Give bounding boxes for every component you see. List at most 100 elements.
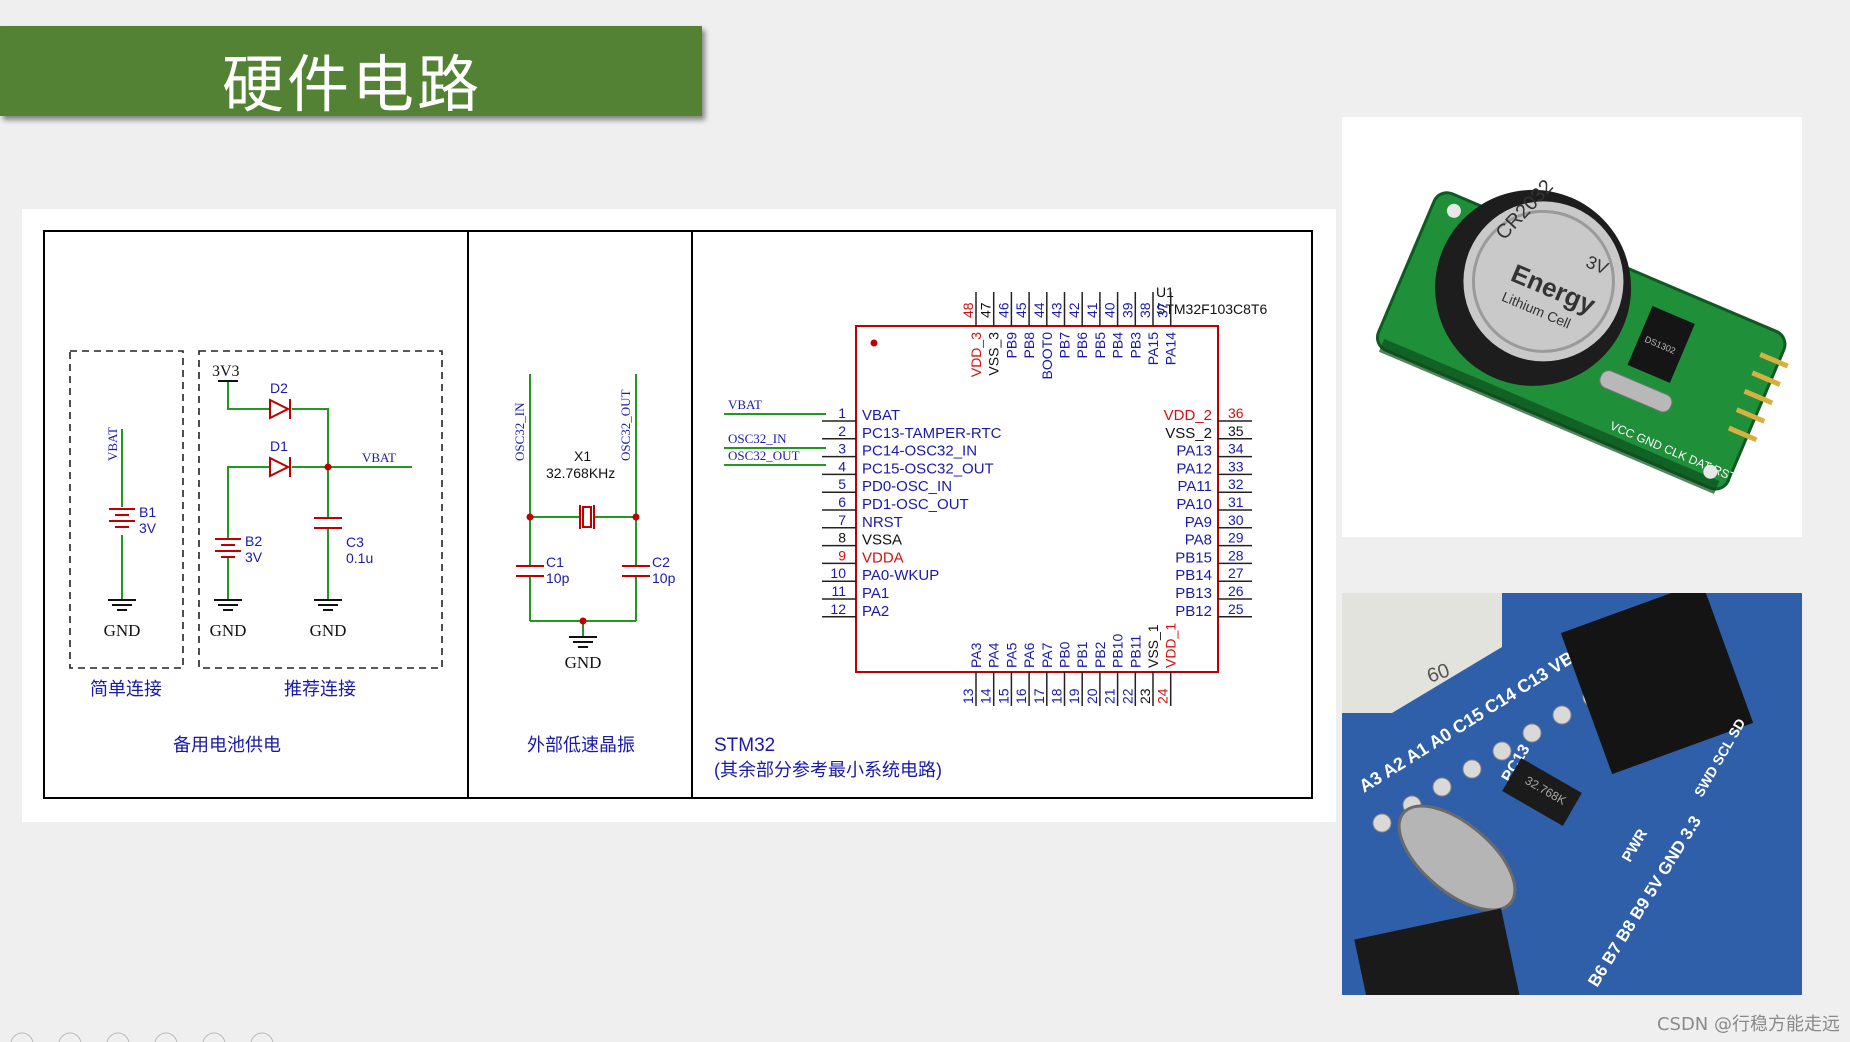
mcu-pin-number-12: 12 [830,601,846,617]
mcu-pin-number-41: 41 [1084,302,1100,318]
coin-cell [1463,201,1624,362]
mcu-pin-name-25: PB12 [1175,603,1212,620]
mcu-pin-name-31: PA10 [1176,496,1212,513]
mcu-pin-name-29: PA8 [1185,532,1212,549]
mcu-pin-name-26: PB13 [1175,585,1212,602]
d2-ref: D2 [270,380,288,396]
mcu-pin-number-40: 40 [1102,302,1118,318]
mcu-pin-number-11: 11 [831,583,846,599]
mcu-pin1-dot [870,339,878,347]
gnd-symbol-simple [108,599,136,611]
slide-nav-dots [10,1032,274,1042]
mcu-pin-name-36: VDD_2 [1164,407,1212,424]
schematic-frame [43,230,1313,799]
c1-value: 10p [546,570,570,586]
mcu-part: STM32F103C8T6 [1156,301,1267,317]
mcu-pin-number-2: 2 [838,423,846,439]
crystal-component [1502,758,1582,826]
mcu-pin-name-20: PB2 [1092,641,1108,668]
mcu-pin-number-45: 45 [1013,302,1029,318]
hc49-crystal [1397,804,1517,912]
mcu-pin-number-18: 18 [1049,688,1065,704]
mcu-pin-number-46: 46 [995,302,1011,318]
c1-ref: C1 [546,554,564,570]
nav-dot[interactable] [10,1032,34,1042]
c3-ref: C3 [346,534,364,550]
crystal-x1-symbol [579,505,595,529]
rtc-chip [1627,305,1695,383]
mcu-pin-number-42: 42 [1066,302,1082,318]
mcu-pin-number-36: 36 [1228,405,1244,421]
mcu-pin-name-43: PB7 [1057,332,1073,359]
mcu-pin-number-21: 21 [1102,688,1118,704]
mcu-pin-number-28: 28 [1228,547,1244,563]
mcu-pin-name-42: PB6 [1074,332,1090,359]
gnd-label-c3: GND [310,621,347,640]
junction-crystal-left [526,513,534,521]
c3-value: 0.1u [346,550,373,566]
junction-crystal-right [632,513,640,521]
crystal-can [1599,370,1673,413]
nav-dot[interactable] [58,1032,82,1042]
mcu-section-caption-line2: (其余部分参考最小系统电路) [714,760,942,780]
mcu-pin-name-16: PA6 [1021,642,1037,668]
mcu-pin-name-27: PB14 [1175,567,1212,584]
mcu-pin-name-35: VSS_2 [1165,425,1212,442]
nav-dot[interactable] [250,1032,274,1042]
crystal-section-caption: 外部低速晶振 [527,735,635,755]
diode-d1-symbol [269,456,291,478]
mcu-pin-number-30: 30 [1228,512,1244,528]
mcu-pin-name-8: VSSA [862,532,902,549]
mcu-pin-name-21: PB10 [1110,634,1126,668]
mcu-section-caption-line1: STM32 [714,735,775,756]
junction-vbat [324,463,332,471]
mcu-pin-name-37: PA14 [1163,332,1179,365]
mcu-pin-number-25: 25 [1228,601,1244,617]
mcu-pin-number-9: 9 [838,547,846,563]
mcu-pin-name-9: VDDA [862,549,904,566]
mcu-pin-name-34: PA13 [1176,443,1212,460]
watermark: CSDN @行稳方能走远 [1656,1014,1840,1035]
junction-crystal-gnd [579,617,587,625]
mcu-pin-number-29: 29 [1228,530,1244,546]
mcu-pin-name-24: VDD_1 [1163,623,1179,668]
gnd-label-b2: GND [210,621,247,640]
mcu-pin-number-47: 47 [978,302,994,318]
mcu-pin-name-14: PA4 [986,642,1002,668]
nav-dot[interactable] [202,1032,226,1042]
page-title: 硬件电路 [222,48,483,121]
crystal-section: OSC32_IN OSC32_OUT X1 32.768KHz C1 10p C… [512,374,676,755]
mcu-pin-number-1: 1 [838,405,846,421]
mcu-pin-name-32: PA11 [1178,478,1212,495]
mcu-pin-name-13: PA3 [968,642,984,668]
mcu-pin-name-4: PC15-OSC32_OUT [862,460,994,477]
mcu-pin-name-44: BOOT0 [1039,332,1055,380]
mcu-pin-name-1: VBAT [862,407,900,424]
nav-dot[interactable] [106,1032,130,1042]
mcu-pin-name-28: PB15 [1175,549,1212,566]
schematic-diagram: VBAT B1 3V GND 3V3 [43,230,1313,799]
recommended-connection-box [198,350,443,669]
mcu-pin-number-6: 6 [838,494,846,510]
mcu-pin-number-44: 44 [1031,302,1047,318]
gnd-symbol-b2 [214,599,242,611]
mcu-pin-number-4: 4 [838,458,846,474]
header-pins [1727,352,1789,443]
mcu-pin-number-13: 13 [960,688,976,704]
mcu-pin-number-35: 35 [1228,423,1244,439]
mcu-pin-name-3: PC14-OSC32_IN [862,443,977,460]
mcu-pin-name-46: PB9 [1003,332,1019,359]
nav-dot[interactable] [154,1032,178,1042]
mcu-pin-name-10: PA0-WKUP [862,567,939,584]
mcu-pin-number-48: 48 [960,302,976,318]
mcu-pin-number-38: 38 [1137,302,1153,318]
battery-b2-symbol [215,538,241,558]
mcu-pin-number-27: 27 [1228,565,1244,581]
rtc-module-photo: CR2032 Energy Lithium Cell 3V DS1302 VCC… [1342,117,1802,537]
diode-d2-symbol [269,398,291,420]
mcu-pin-name-11: PA1 [862,585,889,602]
mcu-pin-name-17: PA7 [1039,642,1055,668]
mcu-pin-name-48: VDD_3 [968,332,984,377]
mcu-pin-name-39: PB3 [1127,332,1143,359]
mcu-external-nets [724,413,826,466]
